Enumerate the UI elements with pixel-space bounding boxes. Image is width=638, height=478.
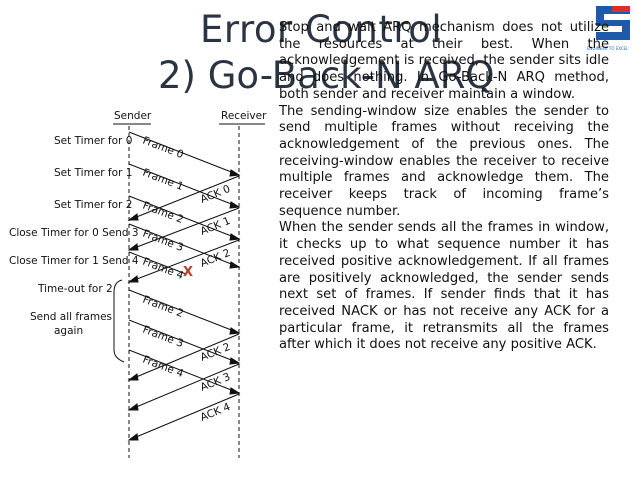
event-label: Time-out for 2	[37, 283, 113, 295]
event-label: again	[54, 325, 83, 337]
paragraph-3: When the sender sends all the frames in …	[279, 220, 609, 353]
event-label: Set Timer for 0	[54, 135, 132, 147]
explanation-text: Stop and wait ARQ mechanism does not uti…	[279, 20, 609, 354]
event-label: Set Timer for 1	[54, 167, 132, 179]
paragraph-1: Stop and wait ARQ mechanism does not uti…	[279, 20, 609, 102]
event-label: Close Timer for 1 Send 4	[9, 255, 139, 267]
event-label: Set Timer for 2	[54, 199, 132, 211]
receiver-label: Receiver	[221, 110, 267, 122]
frame-label: Frame 1	[141, 167, 185, 194]
title-line-2: 2) Go-Back-N ARQ	[158, 54, 495, 97]
sender-label: Sender	[114, 110, 152, 122]
frame-label: Frame 4	[141, 354, 185, 381]
frame-label: Frame 2	[141, 294, 185, 321]
ack-arrows	[127, 175, 240, 441]
event-label: Close Timer for 0 Send 3	[9, 227, 139, 239]
brand-logo	[596, 6, 630, 40]
title-line-1: Error Control	[200, 8, 443, 51]
lost-frame-mark: X	[183, 265, 193, 280]
logo-tagline: ENGINEER TO EXCEL	[587, 46, 629, 51]
paragraph-2: The sending-window size enables the send…	[279, 103, 609, 219]
frame-arrows	[128, 131, 241, 395]
event-label: Send all frames	[30, 311, 112, 323]
timeout-bracket	[113, 279, 125, 363]
ack-label: ACK 2	[199, 247, 232, 270]
frame-label: Frame 2	[141, 200, 185, 227]
frame-label: Frame 4	[141, 256, 185, 283]
frame-label: Frame 3	[141, 324, 185, 351]
frame-label: Frame 0	[141, 135, 185, 162]
